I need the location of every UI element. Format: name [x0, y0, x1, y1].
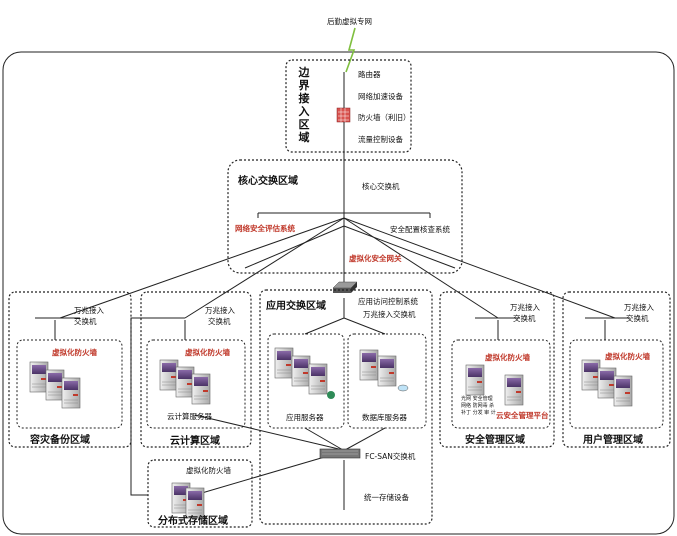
user-switch-label-2: 交换机 [626, 314, 649, 323]
outer-network-boundary [2, 51, 675, 535]
unified-storage-label: 统一存储设备 [364, 493, 409, 502]
virtual-gateway-label: 虚拟化安全网关 [349, 254, 402, 263]
lightning-icon [345, 27, 356, 73]
security-platform-label: 云安全管理平台 [496, 411, 549, 420]
backup-inner-box [16, 339, 123, 429]
app-zone-box [259, 289, 433, 525]
security-small-line-2: 网络 防网毒 杀 [461, 403, 495, 409]
core-zone-title: 核心交换区域 [238, 176, 298, 187]
border-item-accelerator: 网络加速设备 [358, 92, 403, 101]
user-zone-title: 用户管理区域 [583, 435, 643, 446]
access-control-label: 应用访问控制系统 [358, 297, 418, 306]
border-item-traffic-control: 流量控制设备 [358, 135, 403, 144]
backup-zone-box [8, 291, 132, 448]
cloud-switch-label-1: 万兆接入 [205, 306, 235, 315]
cloud-firewall-label: 虚拟化防火墙 [185, 348, 230, 357]
border-zone-box [285, 59, 412, 153]
app-zone-title: 应用交换区域 [266, 301, 326, 312]
cloud-servers-label: 云计算服务器 [167, 412, 212, 421]
security-zone-title: 安全管理区域 [465, 435, 525, 446]
storage-zone-title: 分布式存储区域 [158, 516, 228, 527]
security-switch-label-1: 万兆接入 [510, 303, 540, 312]
backup-zone-title: 容灾备份区域 [30, 435, 90, 446]
storage-zone-box [147, 459, 253, 528]
user-firewall-label: 虚拟化防火墙 [605, 352, 650, 361]
user-zone-box [562, 291, 671, 448]
backup-switch-label-1: 万兆接入 [74, 306, 104, 315]
fc-san-switch-icon [319, 448, 361, 459]
border-item-firewall: 防火墙（利旧） [358, 113, 408, 122]
app-servers-label: 应用服务器 [286, 413, 324, 422]
db-servers-label: 数据库服务器 [362, 413, 407, 422]
db-server-box [347, 333, 427, 429]
security-zone-box [439, 291, 555, 448]
core-switch-label: 核心交换机 [362, 182, 400, 191]
border-item-router: 路由器 [358, 70, 381, 79]
security-firewall-label: 虚拟化防火墙 [485, 353, 530, 362]
san-links [194, 414, 386, 510]
top-link-label: 后勤虚拟专网 [327, 17, 372, 26]
db-servers-icon [359, 349, 409, 392]
backup-servers-icon [29, 361, 81, 409]
cloud-servers-icon [159, 359, 211, 405]
security-switch-label-2: 交换机 [513, 314, 536, 323]
security-assessment-label: 网络安全评估系统 [235, 224, 295, 233]
backup-switch-label-2: 交换机 [74, 317, 97, 326]
user-servers-icon [581, 359, 633, 407]
border-zone-title: 边界 接入 区域 [298, 66, 310, 144]
cloud-switch-label-2: 交换机 [208, 317, 231, 326]
config-check-label: 安全配置核查系统 [390, 225, 450, 234]
backup-firewall-label: 虚拟化防火墙 [52, 348, 97, 357]
fc-san-switch-label: FC-SAN交换机 [365, 452, 416, 461]
storage-firewall-label: 虚拟化防火墙 [186, 466, 231, 475]
app-servers-icon [274, 347, 335, 399]
security-small-line-3: 补丁 分发 审 计 [461, 410, 496, 416]
user-inner-box [569, 339, 664, 429]
cloud-zone-box [140, 291, 252, 448]
cloud-zone-title: 云计算区域 [170, 436, 220, 447]
cloud-inner-box [146, 339, 246, 429]
gateway-switch-icon [332, 281, 358, 294]
core-zone-box [227, 159, 463, 274]
security-inner-box [451, 339, 551, 429]
uplink-lines [59, 217, 616, 319]
app-switch-label: 万兆接入交换机 [363, 310, 416, 319]
user-switch-label-1: 万兆接入 [624, 303, 654, 312]
security-small-line-1: 光网 安全管理 [461, 396, 493, 402]
